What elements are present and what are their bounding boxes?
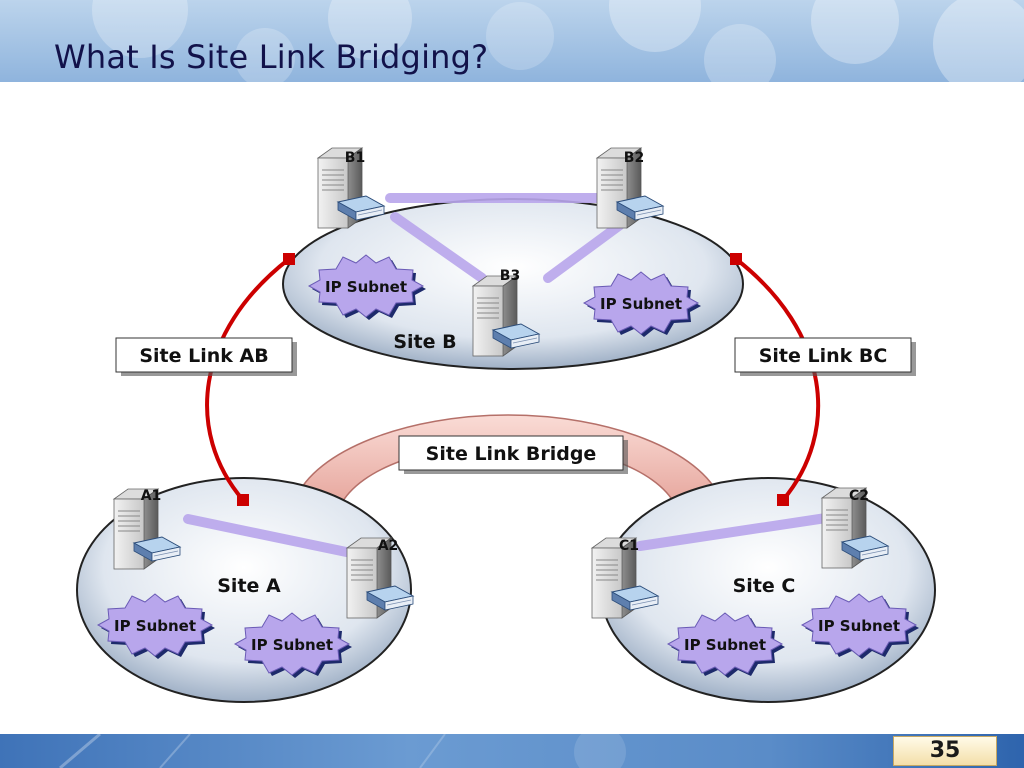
site-link-ab-end-a bbox=[237, 494, 249, 506]
ip-subnet-label: IP Subnet bbox=[251, 636, 333, 654]
server-c1-label: C1 bbox=[619, 538, 639, 554]
site-link-bc-box: Site Link BC bbox=[734, 337, 916, 376]
site-link-bridging-diagram: IP Subnet IP Subnet IP Subnet IP Subnet … bbox=[76, 147, 936, 703]
site-link-bc-label: Site Link BC bbox=[759, 345, 888, 367]
ip-subnet-b-left: IP Subnet bbox=[308, 254, 426, 320]
footer-decoration bbox=[59, 734, 626, 768]
ip-subnet-c-right: IP Subnet bbox=[801, 593, 919, 659]
ip-subnet-label: IP Subnet bbox=[325, 278, 407, 296]
ip-subnet-c-left: IP Subnet bbox=[667, 612, 785, 678]
server-b3-label: B3 bbox=[500, 268, 520, 284]
site-link-bridge-box: Site Link Bridge bbox=[398, 435, 628, 474]
site-link-ab-line bbox=[205, 257, 291, 502]
site-b-label: Site B bbox=[393, 331, 456, 353]
site-link-bc-end-b bbox=[730, 253, 742, 265]
ip-subnet-label: IP Subnet bbox=[818, 617, 900, 635]
server-c2-label: C2 bbox=[849, 488, 869, 504]
slide-title: What Is Site Link Bridging? bbox=[54, 38, 489, 76]
site-link-ab-end-b bbox=[283, 253, 295, 265]
connection-a1-a2 bbox=[183, 514, 361, 559]
header-bokeh-decoration bbox=[92, 0, 1024, 82]
site-link-bc-line bbox=[734, 257, 821, 502]
ip-subnet-b-right: IP Subnet bbox=[583, 271, 701, 337]
site-link-ab-label: Site Link AB bbox=[139, 345, 268, 367]
ip-subnet-a-left: IP Subnet bbox=[97, 593, 215, 659]
server-connections bbox=[183, 193, 831, 559]
connection-c1-c2 bbox=[635, 513, 831, 551]
server-a1-label: A1 bbox=[141, 488, 162, 504]
site-link-ab-box: Site Link AB bbox=[115, 337, 297, 376]
ip-subnet-label: IP Subnet bbox=[684, 636, 766, 654]
slide-footer bbox=[0, 734, 1024, 768]
site-c-label: Site C bbox=[733, 575, 796, 597]
site-link-bc-end-c bbox=[777, 494, 789, 506]
page-number: 35 bbox=[893, 736, 997, 766]
connection-b1-b3 bbox=[390, 212, 487, 283]
ip-subnet-label: IP Subnet bbox=[600, 295, 682, 313]
ip-subnet-label: IP Subnet bbox=[114, 617, 196, 635]
server-b1-label: B1 bbox=[345, 150, 365, 166]
connection-b2-b3 bbox=[543, 220, 625, 283]
ip-subnet-a-right: IP Subnet bbox=[234, 612, 352, 678]
server-a2-label: A2 bbox=[378, 538, 399, 554]
server-b2-label: B2 bbox=[624, 150, 644, 166]
site-link-bridge-label: Site Link Bridge bbox=[426, 443, 597, 465]
slide-header: What Is Site Link Bridging? bbox=[0, 0, 1024, 82]
site-a-label: Site A bbox=[217, 575, 281, 597]
